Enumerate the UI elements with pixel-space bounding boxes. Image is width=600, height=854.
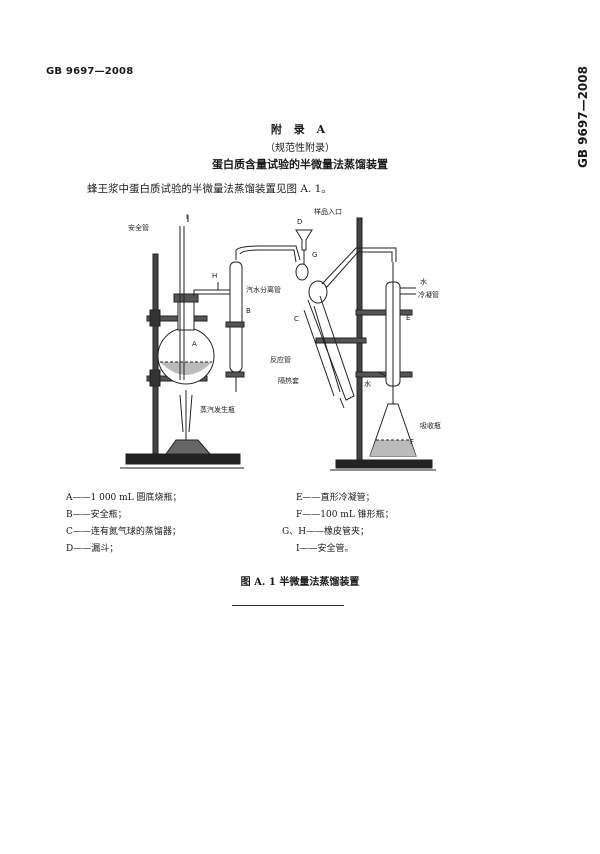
label-sample-inlet: 样品入口	[314, 207, 342, 216]
legend-left-0: A——1 000 mL 圆底烧瓶；	[66, 493, 182, 503]
label-E: E	[406, 314, 410, 322]
label-H: H	[212, 272, 217, 280]
label-G: G	[312, 251, 317, 259]
label-D: D	[297, 218, 302, 226]
end-rule	[232, 605, 344, 606]
label-safety-tube: 安全管	[128, 223, 149, 232]
label-water-in: 水	[420, 277, 427, 286]
legend-left-2: C——连有氮气球的蒸馏器；	[66, 527, 181, 537]
legend-right-2: G、H——橡皮管夹；	[282, 527, 370, 537]
label-insulation: 隔热套	[278, 376, 299, 385]
label-absorption-flask: 吸收瓶	[420, 421, 441, 430]
normative-label: （规范性附录）	[265, 143, 335, 154]
label-condenser: 冷凝管	[418, 290, 439, 299]
legend-right-3: I——安全管。	[296, 544, 354, 554]
label-steam-generator: 蒸汽发生瓶	[200, 405, 235, 414]
distillation-apparatus-figure: I 安全管 D 样品入口 G H 汽水分离管 B A 蒸汽发生瓶 C 反应管 隔…	[120, 207, 441, 471]
legend-left-1: B——安全瓶；	[66, 510, 127, 520]
appendix-title: 附 录 A	[270, 123, 330, 136]
figure-legend: A——1 000 mL 圆底烧瓶； B——安全瓶； C——连有氮气球的蒸馏器； …	[66, 493, 394, 554]
label-C: C	[294, 315, 299, 323]
legend-right-1: F——100 mL 锥形瓶；	[296, 510, 394, 520]
label-reaction-tube: 反应管	[270, 355, 291, 364]
label-F: F	[410, 438, 414, 446]
standard-number: GB 9697—2008	[46, 66, 134, 77]
label-steam-separator: 汽水分离管	[246, 285, 281, 294]
label-I: I	[186, 213, 188, 221]
appendix-subject: 蛋白质含量试验的半微量法蒸馏装置	[212, 158, 388, 171]
intro-paragraph: 蜂王浆中蛋白质试验的半微量法蒸馏装置见图 A. 1。	[87, 183, 332, 195]
legend-right-0: E——直形冷凝管；	[296, 493, 375, 503]
label-water-out: 水	[364, 379, 371, 388]
legend-left-3: D——漏斗；	[66, 544, 119, 554]
label-B: B	[246, 307, 251, 315]
figure-caption: 图 A. 1 半微量法蒸馏装置	[240, 577, 360, 588]
right-stand-base	[335, 459, 433, 469]
label-A: A	[192, 340, 197, 348]
